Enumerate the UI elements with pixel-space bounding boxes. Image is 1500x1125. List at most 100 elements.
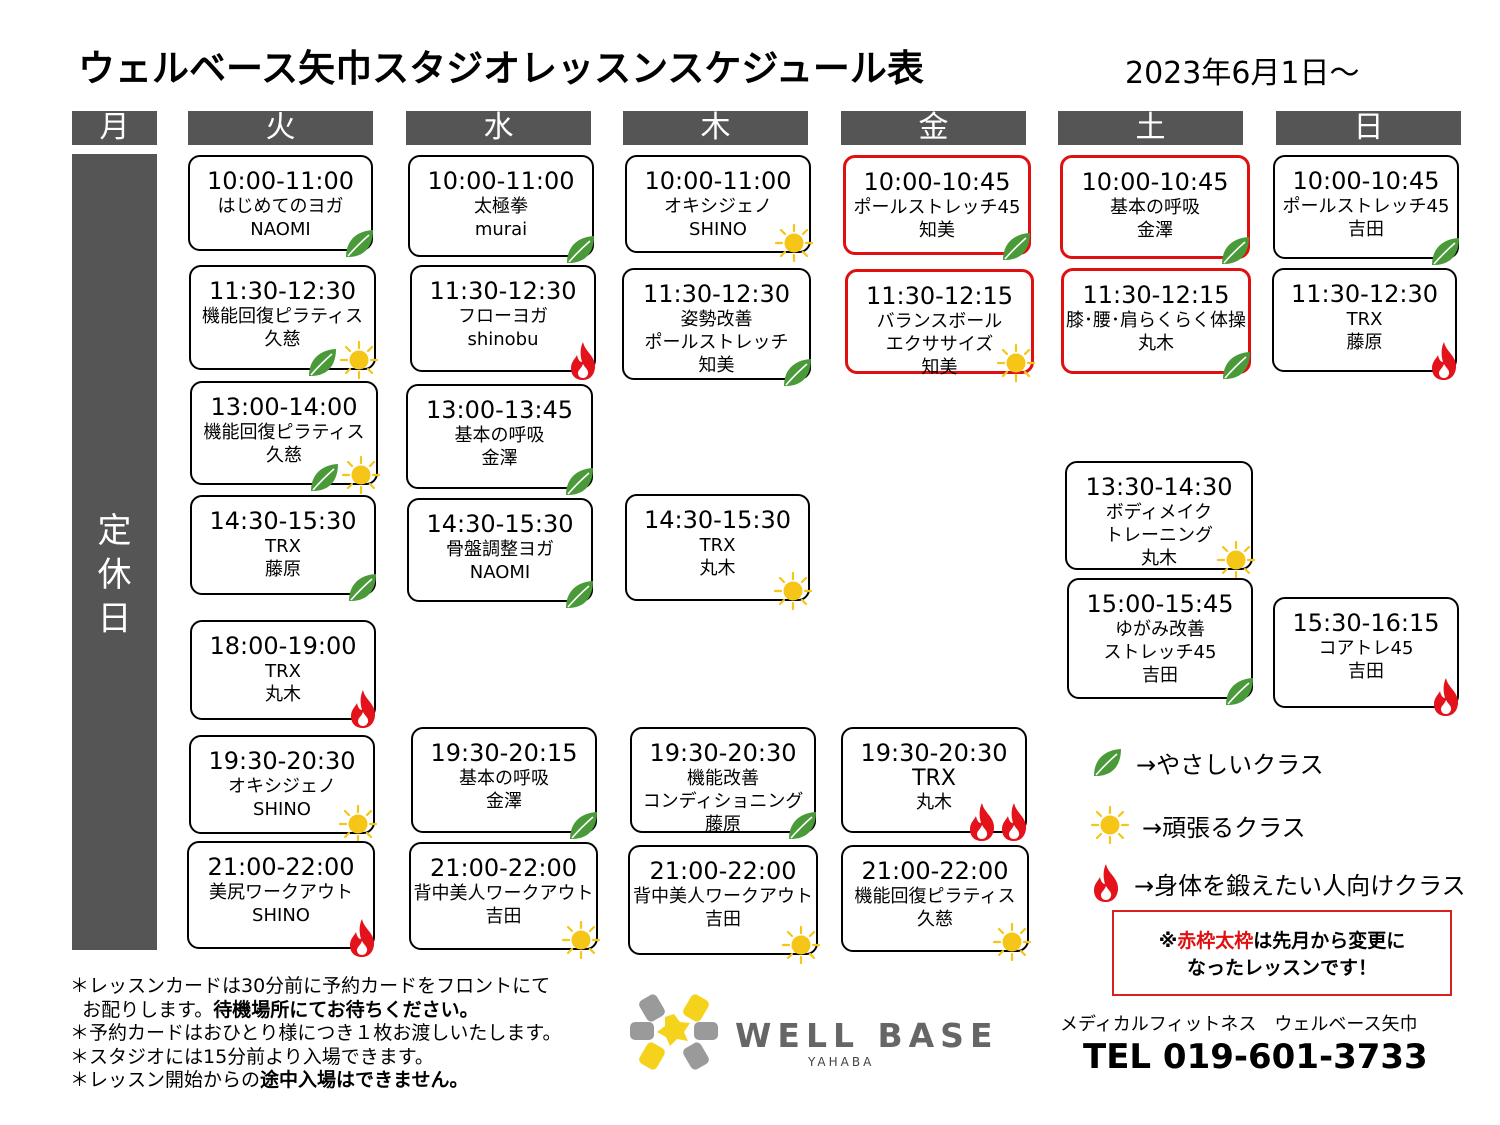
flame-icon (1432, 342, 1457, 380)
leaf-icon (566, 581, 593, 608)
lesson-time: 10:00-10:45 (863, 168, 1011, 196)
instructor-name: SHINO (689, 219, 747, 240)
lesson-name: ポールストレッチ (644, 332, 789, 353)
instructor-name: NAOMI (469, 562, 531, 583)
instructor-name: 藤原 (265, 559, 301, 580)
lesson-name: 基本の呼吸 (454, 425, 545, 446)
lesson-name: TRX (265, 536, 301, 557)
day-header-wed: 水 (406, 111, 591, 145)
instructor-name: 藤原 (1346, 332, 1383, 353)
notice-line-1: ※赤枠太枠は先月から変更に (1114, 928, 1450, 955)
flame-icon (571, 342, 596, 380)
sun-icon (774, 223, 814, 263)
intensity-icons (1430, 676, 1462, 718)
intensity-icons (780, 356, 814, 390)
instructor-name: 丸木 (265, 684, 301, 705)
intensity-icons (338, 804, 378, 844)
leaf-icon (346, 230, 373, 257)
intensity-icons (992, 922, 1032, 962)
lesson-time: 18:00-19:00 (209, 632, 357, 660)
lesson-name: TRX (699, 535, 736, 556)
instructor-name: 久慈 (264, 329, 301, 350)
lesson-name: コアトレ45 (1318, 638, 1414, 659)
lesson-name: 機能回復ピラティス (203, 422, 365, 443)
sun-icon (996, 343, 1036, 383)
lesson-name: 太極拳 (474, 196, 528, 217)
instructor-name: 吉田 (1348, 661, 1384, 682)
lesson-name: オキシジェノ (664, 196, 772, 217)
lesson-time: 10:00-11:00 (427, 167, 575, 195)
sun-icon (1216, 540, 1256, 580)
leaf-icon (1432, 238, 1459, 265)
lesson-time: 11:30-12:30 (209, 277, 356, 305)
lesson-name: はじめてのヨガ (217, 196, 344, 217)
intensity-icons (345, 571, 379, 605)
note-1-bold: 待機場所にてお待ちください。 (213, 998, 479, 1021)
lesson-time: 10:00-11:00 (207, 167, 354, 195)
sun-icon (773, 571, 813, 611)
instructor-name: murai (474, 219, 528, 240)
sun-icon (561, 920, 601, 960)
intensity-icons (999, 230, 1033, 264)
lesson-name: TRX (265, 661, 301, 682)
instructor-name: 金澤 (486, 791, 522, 812)
intensity-icons (1219, 349, 1253, 383)
legend-item-leaf: →やさしいクラス (1090, 745, 1324, 780)
lesson-time: 19:30-20:30 (649, 739, 797, 767)
intensity-icons (563, 233, 597, 267)
day-header-sat: 土 (1058, 111, 1243, 145)
legend-item-sun: →頑張るクラス (1090, 805, 1306, 845)
leaf-icon (1094, 748, 1121, 776)
lesson-time: 10:00-10:45 (1081, 168, 1229, 196)
note-1: ＊レッスンカードは30分前に予約カードをフロントにて (70, 975, 551, 997)
lesson-time: 11:30-12:30 (429, 277, 577, 305)
flame-icon (1094, 864, 1119, 902)
flame-icon (1002, 803, 1027, 841)
notes-block: ＊レッスンカードは30分前に予約カードをフロントにて お配りします。待機場所にて… (70, 975, 562, 1093)
instructor-name: 吉田 (485, 906, 522, 927)
leaf-icon (567, 236, 594, 263)
day-header-tue: 火 (188, 111, 373, 145)
sun-icon (1090, 805, 1130, 845)
lesson-name: 機能回復ピラティス (202, 306, 363, 327)
start-date: 2023年6月1日～ (1125, 56, 1360, 91)
lesson-time: 13:00-14:00 (210, 393, 358, 421)
lesson-time: 14:30-15:30 (209, 507, 357, 535)
lesson-name: 背中美人ワークアウト (633, 886, 813, 907)
intensity-icons (966, 801, 1030, 843)
instructor-name: 丸木 (916, 792, 952, 813)
leaf-icon (349, 574, 376, 601)
lesson-name: TRX (1346, 309, 1383, 330)
intensity-icons (773, 571, 813, 611)
intensity-icons (1216, 540, 1256, 580)
notice-red-text: 赤枠太枠 (1177, 930, 1254, 952)
flame-icon (970, 803, 995, 841)
note-1-cont: お配りします。待機場所にてお待ちください。 (70, 999, 562, 1023)
instructor-name: 知美 (698, 355, 735, 376)
wellbase-logo-icon (630, 994, 718, 1070)
notice-prefix: ※ (1158, 930, 1178, 952)
instructor-name: 金澤 (481, 448, 518, 469)
instructor-name: shinobu (467, 329, 539, 350)
leaf-icon (566, 468, 593, 495)
lesson-time: 13:00-13:45 (426, 396, 573, 424)
intensity-icons (781, 925, 821, 965)
instructor-name: 丸木 (699, 558, 736, 579)
day-header-fri: 金 (841, 111, 1026, 145)
lesson-time: 14:30-15:30 (426, 510, 574, 538)
lesson-time: 15:00-15:45 (1086, 590, 1234, 618)
lesson-name: コンディショニング (642, 791, 804, 812)
intensity-icons (1222, 675, 1256, 709)
